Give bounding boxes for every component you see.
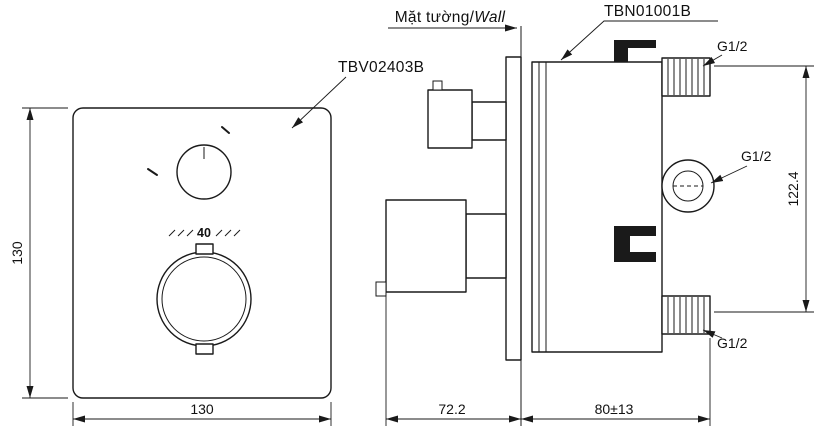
side-view <box>375 26 715 426</box>
front-view: 40 <box>72 107 332 399</box>
temperature-mark: 40 <box>197 226 211 240</box>
lower-knob-top-tab <box>195 243 214 255</box>
temperature-scale: 40 <box>168 226 241 240</box>
callouts: Mặt tường/Wall TBN01001B TBV02403B G1/2 … <box>291 3 772 351</box>
dim-text-faceplate-height: 130 <box>9 241 25 265</box>
lower-knob-bottom-tab <box>195 343 214 355</box>
faceplate <box>72 107 332 399</box>
inlet-pipe-bottom-threads <box>667 297 705 333</box>
mounting-bracket-top <box>614 40 656 62</box>
upper-knob-mark-right <box>221 126 230 134</box>
valve-box <box>531 40 715 353</box>
dim-text-port-spacing: 122.4 <box>785 171 801 206</box>
lower-knob-stem-side <box>465 213 507 279</box>
dim-text-embed-depth: 80±13 <box>595 401 634 417</box>
safety-button-side <box>375 281 387 297</box>
cover-plate-side <box>505 56 522 361</box>
dim-faceplate-height: 130 <box>9 107 68 399</box>
dim-faceplate-width: 130 <box>72 401 332 426</box>
valve-model-label: TBN01001B <box>604 3 691 20</box>
mounting-bracket-middle <box>614 226 656 262</box>
dimensions: 130 130 72.2 80±13 <box>9 65 814 426</box>
upper-knob-pin-side <box>432 80 443 91</box>
valve-model-callout: TBN01001B <box>560 3 718 61</box>
thread-middle-callout: G1/2 <box>710 148 772 184</box>
wall-callout: Mặt tường/Wall <box>388 9 517 32</box>
trim-model-label: TBV02403B <box>338 59 424 76</box>
dim-text-protrusion: 72.2 <box>438 401 465 417</box>
thread-top-label: G1/2 <box>717 38 748 54</box>
upper-knob-stem-side <box>471 101 507 141</box>
dim-embed-depth: 80±13 <box>521 338 711 426</box>
upper-knob-mark-left <box>147 168 158 176</box>
wall-label: Mặt tường/Wall <box>395 9 506 26</box>
dim-text-faceplate-width: 130 <box>190 401 214 417</box>
thread-bottom-callout: G1/2 <box>702 329 748 351</box>
upper-knob <box>176 144 232 200</box>
upper-knob-side <box>427 89 473 149</box>
lower-knob-side <box>385 199 467 293</box>
thread-top-callout: G1/2 <box>702 38 748 67</box>
lower-knob-inner-ring <box>161 256 247 342</box>
thread-middle-label: G1/2 <box>741 148 772 164</box>
dim-protrusion: 72.2 <box>385 296 521 426</box>
dim-port-spacing: 122.4 <box>714 65 814 313</box>
inlet-pipe-top-threads <box>667 59 705 95</box>
thread-bottom-label: G1/2 <box>717 335 748 351</box>
lower-knob <box>156 251 252 347</box>
trim-model-callout: TBV02403B <box>291 59 424 129</box>
valve-box-body <box>531 61 663 353</box>
